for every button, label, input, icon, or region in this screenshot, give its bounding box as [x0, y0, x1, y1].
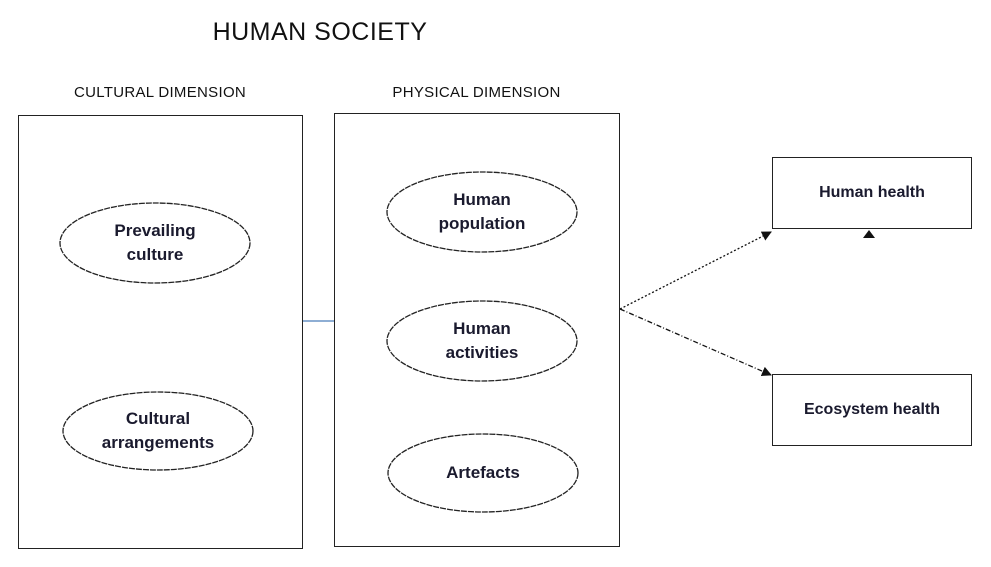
ecosystem-health-box	[772, 374, 972, 446]
physical-dimension-box	[334, 113, 620, 547]
artefacts-ellipse	[387, 433, 579, 513]
triangle-marker-icon	[863, 230, 875, 238]
cultural-dimension-label: CULTURAL DIMENSION	[73, 84, 247, 101]
prevailing-culture-label: Prevailing culture	[60, 203, 250, 283]
prevailing-culture-line1: Prevailing	[114, 221, 196, 240]
human-population-line1: Human	[453, 190, 511, 209]
cultural-arrangements-ellipse	[62, 391, 254, 471]
cultural-arrangements-label: Cultural arrangements	[63, 392, 253, 470]
human-health-box	[772, 157, 972, 229]
arrow-to-ecosystem-health	[619, 308, 772, 376]
human-activities-line2: activities	[445, 343, 519, 362]
human-population-label: Human population	[387, 172, 577, 252]
human-population-ellipse	[386, 171, 578, 253]
ecosystem-health-label: Ecosystem health	[803, 401, 941, 418]
human-population-line2: population	[438, 214, 526, 233]
cultural-arrangements-line1: Cultural	[125, 409, 191, 428]
artefacts-label: Artefacts	[388, 434, 578, 512]
human-activities-line1: Human	[453, 319, 511, 338]
diagram-title: HUMAN SOCIETY	[212, 18, 428, 46]
human-health-label: Human health	[819, 184, 925, 201]
prevailing-culture-ellipse	[59, 202, 251, 284]
cultural-dimension-box	[18, 115, 303, 549]
human-activities-label: Human activities	[387, 301, 577, 381]
artefacts-line1: Artefacts	[446, 463, 520, 482]
human-activities-ellipse	[386, 300, 578, 382]
arrow-to-human-health	[619, 231, 772, 310]
prevailing-culture-line2: culture	[126, 245, 184, 264]
physical-dimension-label: PHYSICAL DIMENSION	[392, 84, 561, 101]
cultural-arrangements-line2: arrangements	[101, 433, 215, 452]
